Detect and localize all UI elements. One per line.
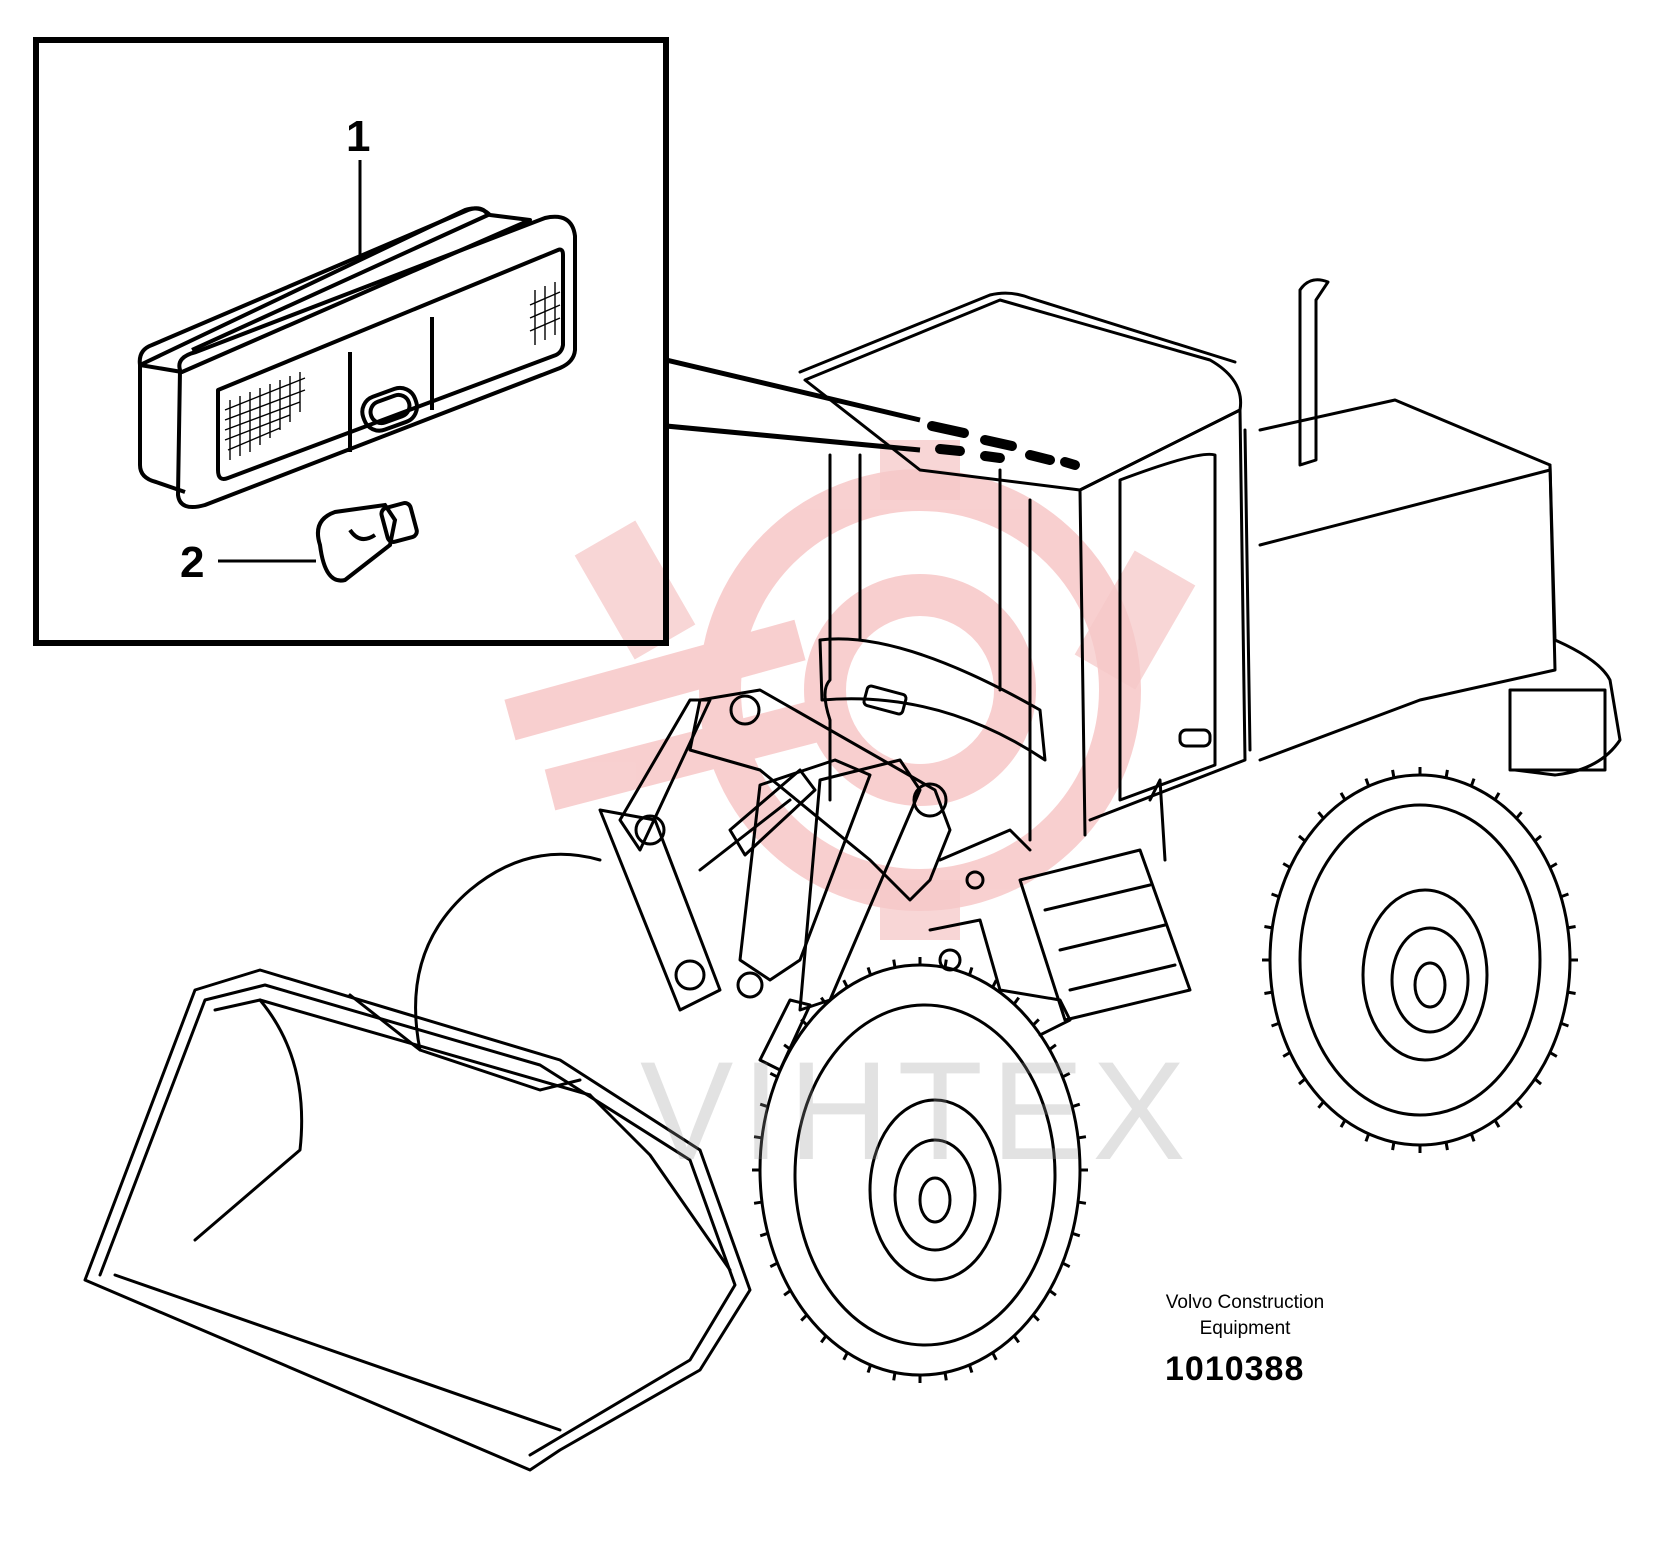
tread-bump	[759, 1231, 769, 1238]
callout-number-1: 1	[346, 112, 371, 161]
watermark-text: VIHTEX	[640, 1032, 1194, 1189]
manufacturer-label: Volvo Construction Equipment	[1145, 1290, 1345, 1342]
tread-bump	[1317, 811, 1325, 820]
tread-bump	[1271, 1021, 1280, 1028]
tread-bump	[892, 1372, 897, 1381]
tread-bump	[892, 959, 897, 968]
work-light-lamp	[137, 206, 577, 509]
tread-bump	[783, 1289, 792, 1297]
tread-bump	[1071, 1231, 1081, 1238]
tread-bump	[1493, 1119, 1501, 1128]
tread-bump	[1298, 834, 1307, 843]
tread-bump	[866, 1364, 872, 1374]
tread-bump	[1515, 811, 1523, 820]
tread-bump	[800, 1313, 808, 1322]
tread-bump	[753, 1200, 763, 1205]
tread-bump	[1071, 1102, 1081, 1109]
tread-bump	[1493, 792, 1501, 801]
tread-bump	[1560, 1021, 1569, 1028]
tread-bump	[1077, 1200, 1087, 1205]
tread-bump	[783, 1043, 792, 1051]
tread-bump	[1567, 925, 1576, 930]
tread-bump	[1012, 996, 1020, 1006]
callout-number-2: 2	[180, 538, 205, 587]
bulb	[315, 501, 419, 583]
lamp-lens-hatching	[224, 282, 561, 460]
manufacturer-line-1: Volvo Construction	[1165, 1292, 1325, 1313]
tread-bump	[753, 1135, 763, 1140]
tread-bump	[1364, 1133, 1371, 1142]
tread-bump	[991, 1351, 998, 1361]
tread-bump	[943, 959, 948, 968]
tread-bump	[820, 1334, 828, 1344]
tread-bump	[842, 979, 849, 989]
tread-bump	[820, 996, 828, 1006]
tread-bump	[1077, 1135, 1087, 1140]
tread-bump	[1567, 990, 1576, 995]
tread-bump	[1339, 1119, 1347, 1128]
tread-bump	[1061, 1071, 1071, 1079]
tread-bump	[1444, 769, 1449, 779]
tread-bump	[842, 1351, 849, 1361]
tyre-tread	[752, 767, 1578, 1383]
tread-bump	[1515, 1100, 1523, 1109]
tread-bump	[1048, 1289, 1057, 1297]
tread-bump	[1317, 1100, 1325, 1109]
tread-bump	[866, 966, 872, 976]
manufacturer-line-2: Equipment	[1199, 1318, 1291, 1339]
tread-bump	[968, 966, 974, 976]
tread-bump	[800, 1018, 808, 1027]
wheel-loader	[83, 278, 1622, 1472]
tread-bump	[1469, 1133, 1476, 1142]
tread-bump	[1533, 1077, 1542, 1086]
tread-bump	[769, 1261, 779, 1269]
tread-bump	[991, 979, 998, 989]
tread-bump	[1549, 862, 1558, 869]
tread-bump	[1391, 769, 1396, 779]
tread-bump	[1012, 1334, 1020, 1344]
tread-bump	[1339, 792, 1347, 801]
tread-bump	[759, 1102, 769, 1109]
tread-bump	[1560, 892, 1569, 899]
tread-bump	[1264, 990, 1273, 995]
tread-bump	[1264, 925, 1273, 930]
tread-bump	[1391, 1141, 1396, 1151]
tread-bump	[769, 1071, 779, 1079]
tread-bump	[1032, 1313, 1040, 1322]
tread-bump	[1271, 892, 1280, 899]
document-number: 1010388	[1165, 1350, 1305, 1388]
tread-bump	[1469, 778, 1476, 787]
detail-inset	[33, 37, 669, 646]
tread-bump	[1298, 1077, 1307, 1086]
lamp-location-dashes	[927, 421, 1080, 470]
tread-bump	[1048, 1043, 1057, 1051]
tread-bump	[1549, 1051, 1558, 1058]
tread-bump	[1282, 1051, 1291, 1058]
tread-bump	[1444, 1141, 1449, 1151]
tread-bump	[1364, 778, 1371, 787]
tread-bump	[968, 1364, 974, 1374]
tread-bump	[1061, 1261, 1071, 1269]
tread-bump	[1032, 1018, 1040, 1027]
inset-leader-lines	[665, 357, 921, 453]
tread-bump	[1282, 862, 1291, 869]
tread-bump	[943, 1372, 948, 1381]
tread-bump	[1533, 834, 1542, 843]
